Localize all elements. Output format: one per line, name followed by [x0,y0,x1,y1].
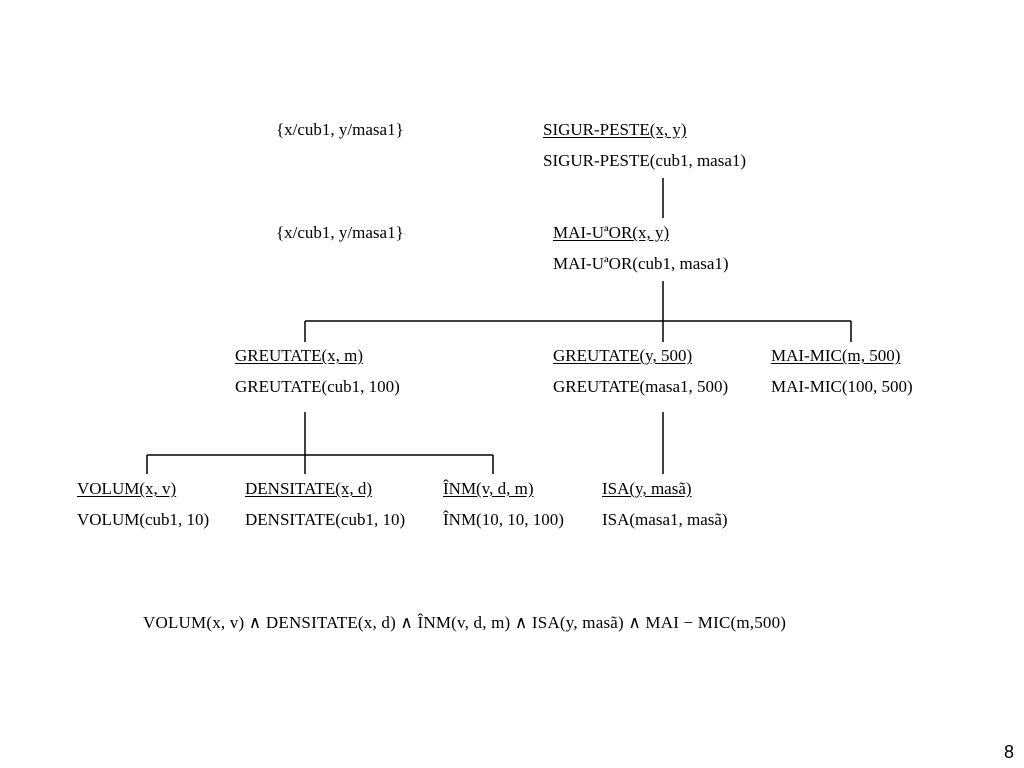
page-number: 8 [1003,742,1014,762]
level3-goal-greutate-y: GREUTATE(y, 500) [553,346,693,365]
level4-goal-densitate: DENSITATE(x, d) [245,479,373,498]
level4-goal-isa: ISA(y, masã) [602,479,692,498]
level1-goal: SIGUR-PESTE(x, y) [543,120,687,139]
level1-instance: SIGUR-PESTE(cub1, masa1) [543,151,747,170]
level2-goal: MAI-UªOR(x, y) [553,223,670,242]
level4-goal-volum: VOLUM(x, v) [77,479,177,498]
level2-instance: MAI-UªOR(cub1, masa1) [553,254,729,273]
level3-goal-greutate-x: GREUTATE(x, m) [235,346,364,365]
level3-goal-mai-mic: MAI-MIC(m, 500) [771,346,901,365]
level3-instance-greutate-masa1: GREUTATE(masa1, 500) [553,377,729,396]
level3-instance-greutate-cub1: GREUTATE(cub1, 100) [235,377,400,396]
level4-instance-volum: VOLUM(cub1, 10) [77,510,210,529]
level4-goal-inm: ÎNM(v, d, m) [443,479,534,498]
level4-instance-isa: ISA(masa1, masã) [602,510,728,529]
conjunction-formula: VOLUM(x, v) ∧ DENSITATE(x, d) ∧ ÎNM(v, d… [143,613,787,632]
level4-instance-inm: ÎNM(10, 10, 100) [443,510,564,529]
level1-substitution: {x/cub1, y/masa1} [276,120,404,139]
level4-instance-densitate: DENSITATE(cub1, 10) [245,510,406,529]
level3-instance-mai-mic: MAI-MIC(100, 500) [771,377,913,396]
level2-substitution: {x/cub1, y/masa1} [276,223,404,242]
